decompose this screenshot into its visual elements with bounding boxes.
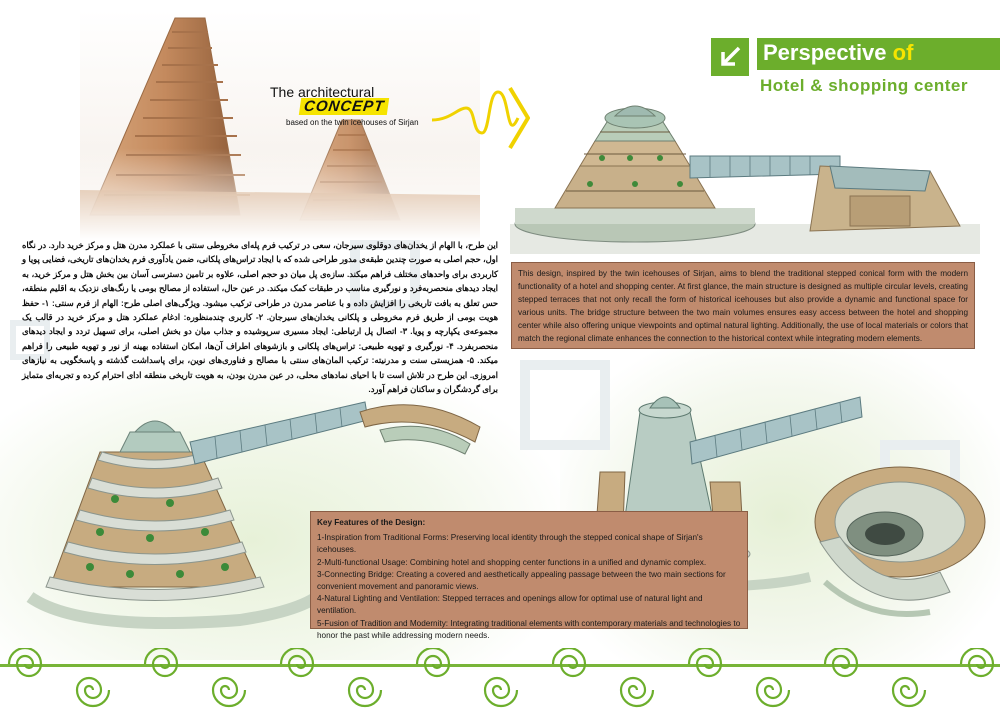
- spiral-icon: [619, 676, 655, 708]
- header-bar: [757, 38, 1000, 70]
- spiral-icon: [143, 648, 179, 678]
- spiral-icon: [959, 648, 995, 678]
- feature-item: 1-Inspiration from Traditional Forms: Pr…: [317, 533, 703, 555]
- feature-item: 3-Connecting Bridge: Creating a covered …: [317, 569, 726, 592]
- spiral-icon: [75, 676, 111, 708]
- spiral-icon: [891, 676, 927, 708]
- spiral-icon: [687, 648, 723, 678]
- description-text: This design, inspired by the twin icehou…: [518, 269, 968, 344]
- spiral-icon: [483, 676, 519, 708]
- header-title: Perspective of: [763, 40, 913, 66]
- header-arrow-box: [711, 38, 749, 76]
- spiral-icon: [551, 648, 587, 678]
- header-title-main: Perspective: [763, 40, 893, 65]
- icehouse-photo: [80, 10, 480, 240]
- header-title-of: of: [892, 40, 914, 65]
- concept-line-3: based on the twin icehouses of Sirjan: [286, 118, 419, 127]
- spiral-icon: [211, 676, 247, 708]
- bg-square: [10, 320, 50, 360]
- feature-item: 2-Multi-functional Usage: Combining hote…: [317, 557, 707, 567]
- bg-square: [350, 240, 420, 310]
- concept-line-2: CONCEPT: [298, 98, 390, 115]
- spiral-icon: [823, 648, 859, 678]
- spiral-icon: [755, 676, 791, 708]
- feature-item: 4-Natural Lighting and Ventilation: Step…: [317, 594, 703, 616]
- spiral-icon: [347, 676, 383, 708]
- description-box: This design, inspired by the twin icehou…: [511, 262, 975, 349]
- concept-swirl-arrow: [431, 86, 530, 150]
- spiral-icon: [415, 648, 451, 678]
- spiral-icon: [7, 648, 43, 678]
- rendering-bottom-left: [26, 401, 481, 630]
- features-box: Key Features of the Design: 1-Inspiratio…: [310, 511, 748, 640]
- bg-square: [520, 360, 610, 450]
- footer-spiral-border: [7, 648, 995, 708]
- concept-title: The architectural CONCEPT based on the t…: [270, 84, 440, 134]
- feature-item: 5-Fusion of Tradition and Modernity: Int…: [317, 618, 741, 640]
- footer-line: [0, 664, 1000, 667]
- spiral-icon: [279, 648, 315, 678]
- concept-line-1: The architectural: [270, 84, 375, 100]
- persian-description: این طرح، با الهام از یخدان‌های دوقلوی سی…: [22, 240, 499, 395]
- rendering-top-right: [510, 105, 980, 254]
- features-title: Key Features of the Design:: [317, 518, 426, 527]
- arrow-down-left-icon: [721, 46, 741, 66]
- header-subtitle: Hotel & shopping center: [760, 76, 968, 95]
